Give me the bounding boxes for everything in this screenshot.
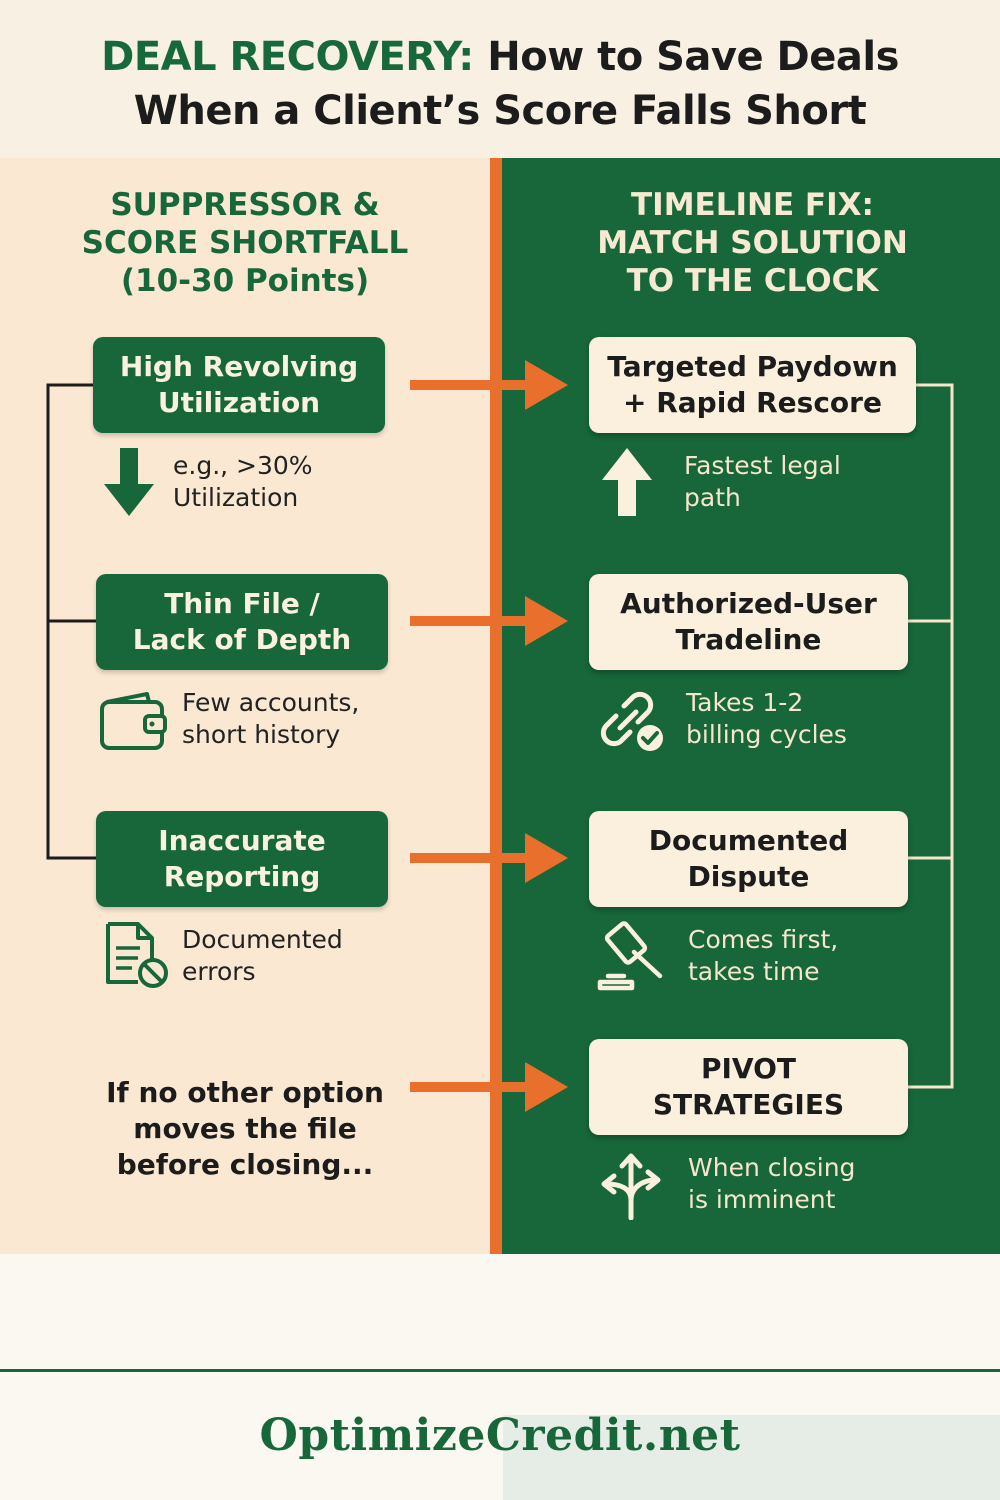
left-column-heading: SUPPRESSOR & SCORE SHORTFALL (10-30 Poin… bbox=[20, 186, 470, 300]
note-line: path bbox=[684, 483, 741, 512]
note-line: Documented bbox=[182, 925, 343, 954]
arrow-down-icon bbox=[104, 448, 154, 516]
heading-line: SUPPRESSOR & bbox=[110, 187, 380, 223]
box-label-line: Reporting bbox=[163, 860, 321, 893]
note-pivot: When closing is imminent bbox=[688, 1152, 855, 1216]
heading-line: (10-30 Points) bbox=[120, 263, 370, 299]
note-line: Few accounts, bbox=[182, 688, 360, 717]
box-label-line: Utilization bbox=[157, 386, 321, 419]
page-title: DEAL RECOVERY: How to Save Deals When a … bbox=[0, 30, 1000, 138]
footer-divider bbox=[0, 1369, 1000, 1372]
solution-box-pivot: PIVOT STRATEGIES bbox=[589, 1039, 908, 1135]
note-line: takes time bbox=[688, 957, 820, 986]
note-utilization: e.g., >30% Utilization bbox=[173, 450, 313, 514]
box-label-line: PIVOT bbox=[700, 1052, 797, 1085]
box-label-line: Targeted Paydown bbox=[607, 350, 898, 383]
note-line: is imminent bbox=[688, 1185, 836, 1214]
suppressor-box-thin-file: Thin File / Lack of Depth bbox=[96, 574, 388, 670]
note-tradeline: Takes 1-2 billing cycles bbox=[686, 687, 847, 751]
note-line: When closing bbox=[688, 1153, 856, 1182]
suppressor-box-inaccurate: Inaccurate Reporting bbox=[96, 811, 388, 907]
right-column-heading: TIMELINE FIX: MATCH SOLUTION TO THE CLOC… bbox=[520, 186, 985, 300]
box-label-line: STRATEGIES bbox=[652, 1088, 845, 1121]
note-line: Takes 1-2 bbox=[686, 688, 804, 717]
footer-site-name: OptimizeCredit.net bbox=[259, 1410, 741, 1461]
split-arrows-icon bbox=[601, 1153, 661, 1220]
title-line2: When a Client’s Score Falls Short bbox=[133, 88, 867, 134]
title-accent: DEAL RECOVERY: bbox=[101, 34, 474, 80]
solution-box-paydown: Targeted Paydown + Rapid Rescore bbox=[589, 337, 916, 433]
box-label-line: Thin File / bbox=[164, 587, 320, 620]
note-line: billing cycles bbox=[686, 720, 847, 749]
wallet-icon bbox=[100, 692, 167, 750]
link-check-icon bbox=[600, 691, 663, 751]
note-line: e.g., >30% bbox=[173, 451, 313, 480]
suppressor-box-utilization: High Revolving Utilization bbox=[93, 337, 385, 433]
note-inaccurate: Documented errors bbox=[182, 924, 343, 988]
note-line: short history bbox=[182, 720, 341, 749]
solution-box-dispute: Documented Dispute bbox=[589, 811, 908, 907]
box-label-line: Lack of Depth bbox=[132, 623, 352, 656]
note-paydown: Fastest legal path bbox=[684, 450, 841, 514]
box-label-line: Authorized-User bbox=[620, 587, 877, 620]
solution-box-tradeline: Authorized-User Tradeline bbox=[589, 574, 908, 670]
note-dispute: Comes first, takes time bbox=[688, 924, 838, 988]
pivot-prompt: If no other option moves the file before… bbox=[60, 1075, 430, 1183]
pivot-prompt-line: moves the file bbox=[133, 1112, 357, 1145]
heading-line: TO THE CLOCK bbox=[626, 263, 879, 299]
note-line: Fastest legal bbox=[684, 451, 841, 480]
document-error-icon bbox=[106, 922, 168, 988]
note-line: errors bbox=[182, 957, 256, 986]
box-label-line: Dispute bbox=[687, 860, 810, 893]
note-line: Comes first, bbox=[688, 925, 839, 954]
pivot-prompt-line: before closing... bbox=[116, 1148, 374, 1181]
title-line1: How to Save Deals bbox=[487, 34, 899, 80]
center-divider bbox=[490, 158, 502, 1254]
header bbox=[0, 0, 1000, 158]
box-label-line: High Revolving bbox=[119, 350, 359, 383]
box-label-line: + Rapid Rescore bbox=[623, 386, 882, 419]
pivot-prompt-line: If no other option bbox=[106, 1076, 384, 1109]
heading-line: SCORE SHORTFALL bbox=[81, 225, 409, 261]
footer-tint bbox=[503, 1415, 1000, 1500]
gavel-icon bbox=[597, 921, 663, 991]
heading-line: MATCH SOLUTION bbox=[597, 225, 908, 261]
box-label-line: Documented bbox=[648, 824, 849, 857]
note-line: Utilization bbox=[173, 483, 299, 512]
note-thin-file: Few accounts, short history bbox=[182, 687, 359, 751]
box-label-line: Inaccurate bbox=[158, 824, 326, 857]
arrow-up-icon bbox=[602, 448, 652, 516]
box-label-line: Tradeline bbox=[675, 623, 822, 656]
heading-line: TIMELINE FIX: bbox=[631, 187, 874, 223]
